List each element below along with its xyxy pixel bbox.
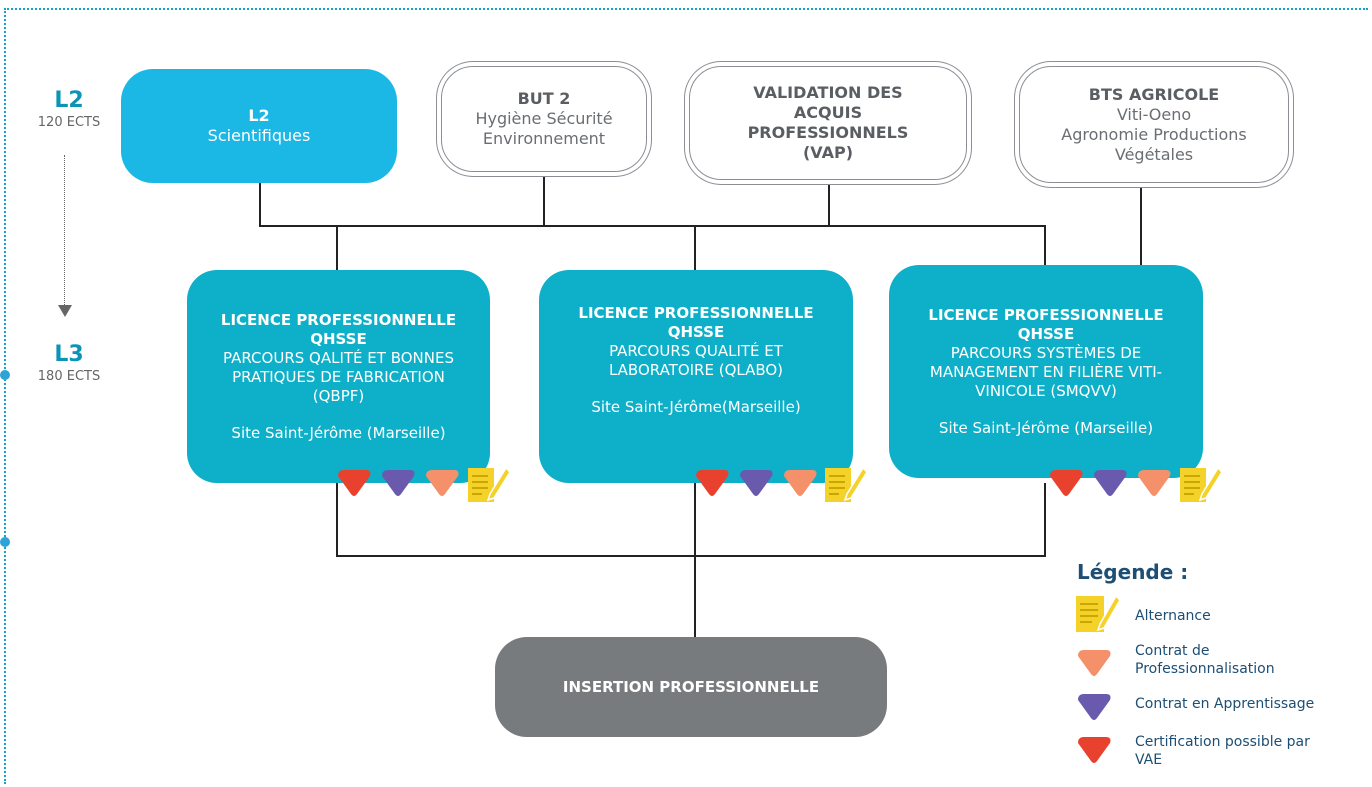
level-ects: 180 ECTS — [37, 369, 101, 384]
box-vap: VALIDATION DES ACQUIS PROFESSIONNELS (VA… — [689, 66, 967, 180]
connector-line — [694, 483, 696, 556]
alternance-icon — [1180, 466, 1223, 502]
legend-label-apprentissage: Contrat en Apprentissage — [1135, 696, 1315, 712]
box-parcours: PARCOURS SYSTÈMES DE MANAGEMENT EN FILIÈ… — [929, 343, 1163, 400]
box-site: Site Saint-Jérôme(Marseille) — [591, 398, 801, 416]
level-l2: L2 120 ECTS — [24, 88, 114, 132]
frame-top-dotted-line — [4, 8, 1368, 10]
box-licence-qlabo: LICENCE PROFESSIONNELLE QHSSE PARCOURS Q… — [539, 270, 853, 483]
orange-triangle-icon — [784, 470, 817, 496]
connector-line — [336, 483, 338, 556]
red-triangle-icon — [1050, 470, 1083, 496]
box-title: BUT 2 — [517, 89, 571, 108]
box-line: Végétales — [1114, 144, 1194, 164]
connector-line — [543, 172, 545, 226]
box-title: L2 — [248, 106, 270, 125]
legend-title: Légende : — [1077, 560, 1189, 584]
frame-dot — [0, 370, 10, 380]
box-title: VALIDATION DES ACQUIS PROFESSIONNELS (VA… — [747, 83, 909, 162]
box-title: BTS AGRICOLE — [1088, 84, 1220, 104]
connector-line — [336, 225, 338, 270]
purple-triangle-icon — [740, 470, 773, 496]
orange-triangle-icon — [426, 470, 459, 496]
box-l2-scientifiques: L2 Scientifiques — [121, 69, 397, 183]
box-line: Scientifiques — [207, 126, 311, 145]
connector-line — [1044, 483, 1046, 556]
level-arrow-head-icon — [58, 305, 72, 317]
connector-line — [336, 555, 1046, 557]
red-triangle-icon — [1078, 737, 1111, 763]
alternance-icon — [825, 466, 868, 502]
purple-triangle-icon — [382, 470, 415, 496]
frame-dot — [0, 537, 10, 547]
level-ects: 120 ECTS — [37, 115, 101, 130]
box-bts-agricole: BTS AGRICOLE Viti-Oeno Agronomie Product… — [1019, 66, 1289, 183]
level-label: L2 — [54, 88, 84, 113]
outcome-label: INSERTION PROFESSIONNELLE — [562, 678, 820, 696]
box-parcours: PARCOURS QALITÉ ET BONNES PRATIQUES DE F… — [223, 348, 454, 405]
box-line: Viti-Oeno — [1116, 104, 1192, 124]
connector-line — [1140, 183, 1142, 265]
box-but2: BUT 2 Hygiène Sécurité Environnement — [441, 66, 647, 172]
box-parcours: PARCOURS QUALITÉ ET LABORATOIRE (QLABO) — [608, 342, 784, 379]
purple-triangle-icon — [1078, 694, 1111, 720]
box-title: LICENCE PROFESSIONNELLE QHSSE — [928, 305, 1164, 343]
box-insertion-professionnelle: INSERTION PROFESSIONNELLE — [495, 637, 887, 737]
box-site: Site Saint-Jérôme (Marseille) — [231, 423, 446, 442]
red-triangle-icon — [696, 470, 729, 496]
legend-label-vae: Certification possible par VAE — [1135, 734, 1310, 768]
level-arrow-line — [64, 155, 65, 305]
box-line: Environnement — [482, 129, 606, 148]
alternance-icon — [1076, 594, 1121, 632]
purple-triangle-icon — [1094, 470, 1127, 496]
box-title: LICENCE PROFESSIONNELLE QHSSE — [578, 304, 814, 341]
box-site: Site Saint-Jérôme (Marseille) — [938, 418, 1154, 437]
red-triangle-icon — [338, 470, 371, 496]
orange-triangle-icon — [1078, 650, 1111, 676]
box-licence-smqvv: LICENCE PROFESSIONNELLE QHSSE PARCOURS S… — [889, 265, 1203, 478]
connector-line — [694, 555, 696, 639]
legend-label-contrat-pro: Contrat de Professionnalisation — [1135, 643, 1275, 677]
connector-line — [259, 225, 1045, 227]
box-title: LICENCE PROFESSIONNELLE QHSSE — [220, 310, 457, 348]
frame-left-dotted-line — [4, 8, 6, 784]
level-label: L3 — [54, 342, 84, 367]
alternance-icon — [468, 466, 511, 502]
level-l3: L3 180 ECTS — [24, 342, 114, 386]
connector-line — [1044, 225, 1046, 270]
connector-line — [828, 180, 830, 226]
connector-line — [259, 183, 261, 226]
box-licence-qbpf: LICENCE PROFESSIONNELLE QHSSE PARCOURS Q… — [187, 270, 490, 483]
orange-triangle-icon — [1138, 470, 1171, 496]
box-line: Hygiène Sécurité — [475, 109, 613, 128]
box-line: Agronomie Productions — [1061, 124, 1247, 144]
connector-line — [694, 225, 696, 270]
legend-label-alternance: Alternance — [1135, 608, 1211, 624]
